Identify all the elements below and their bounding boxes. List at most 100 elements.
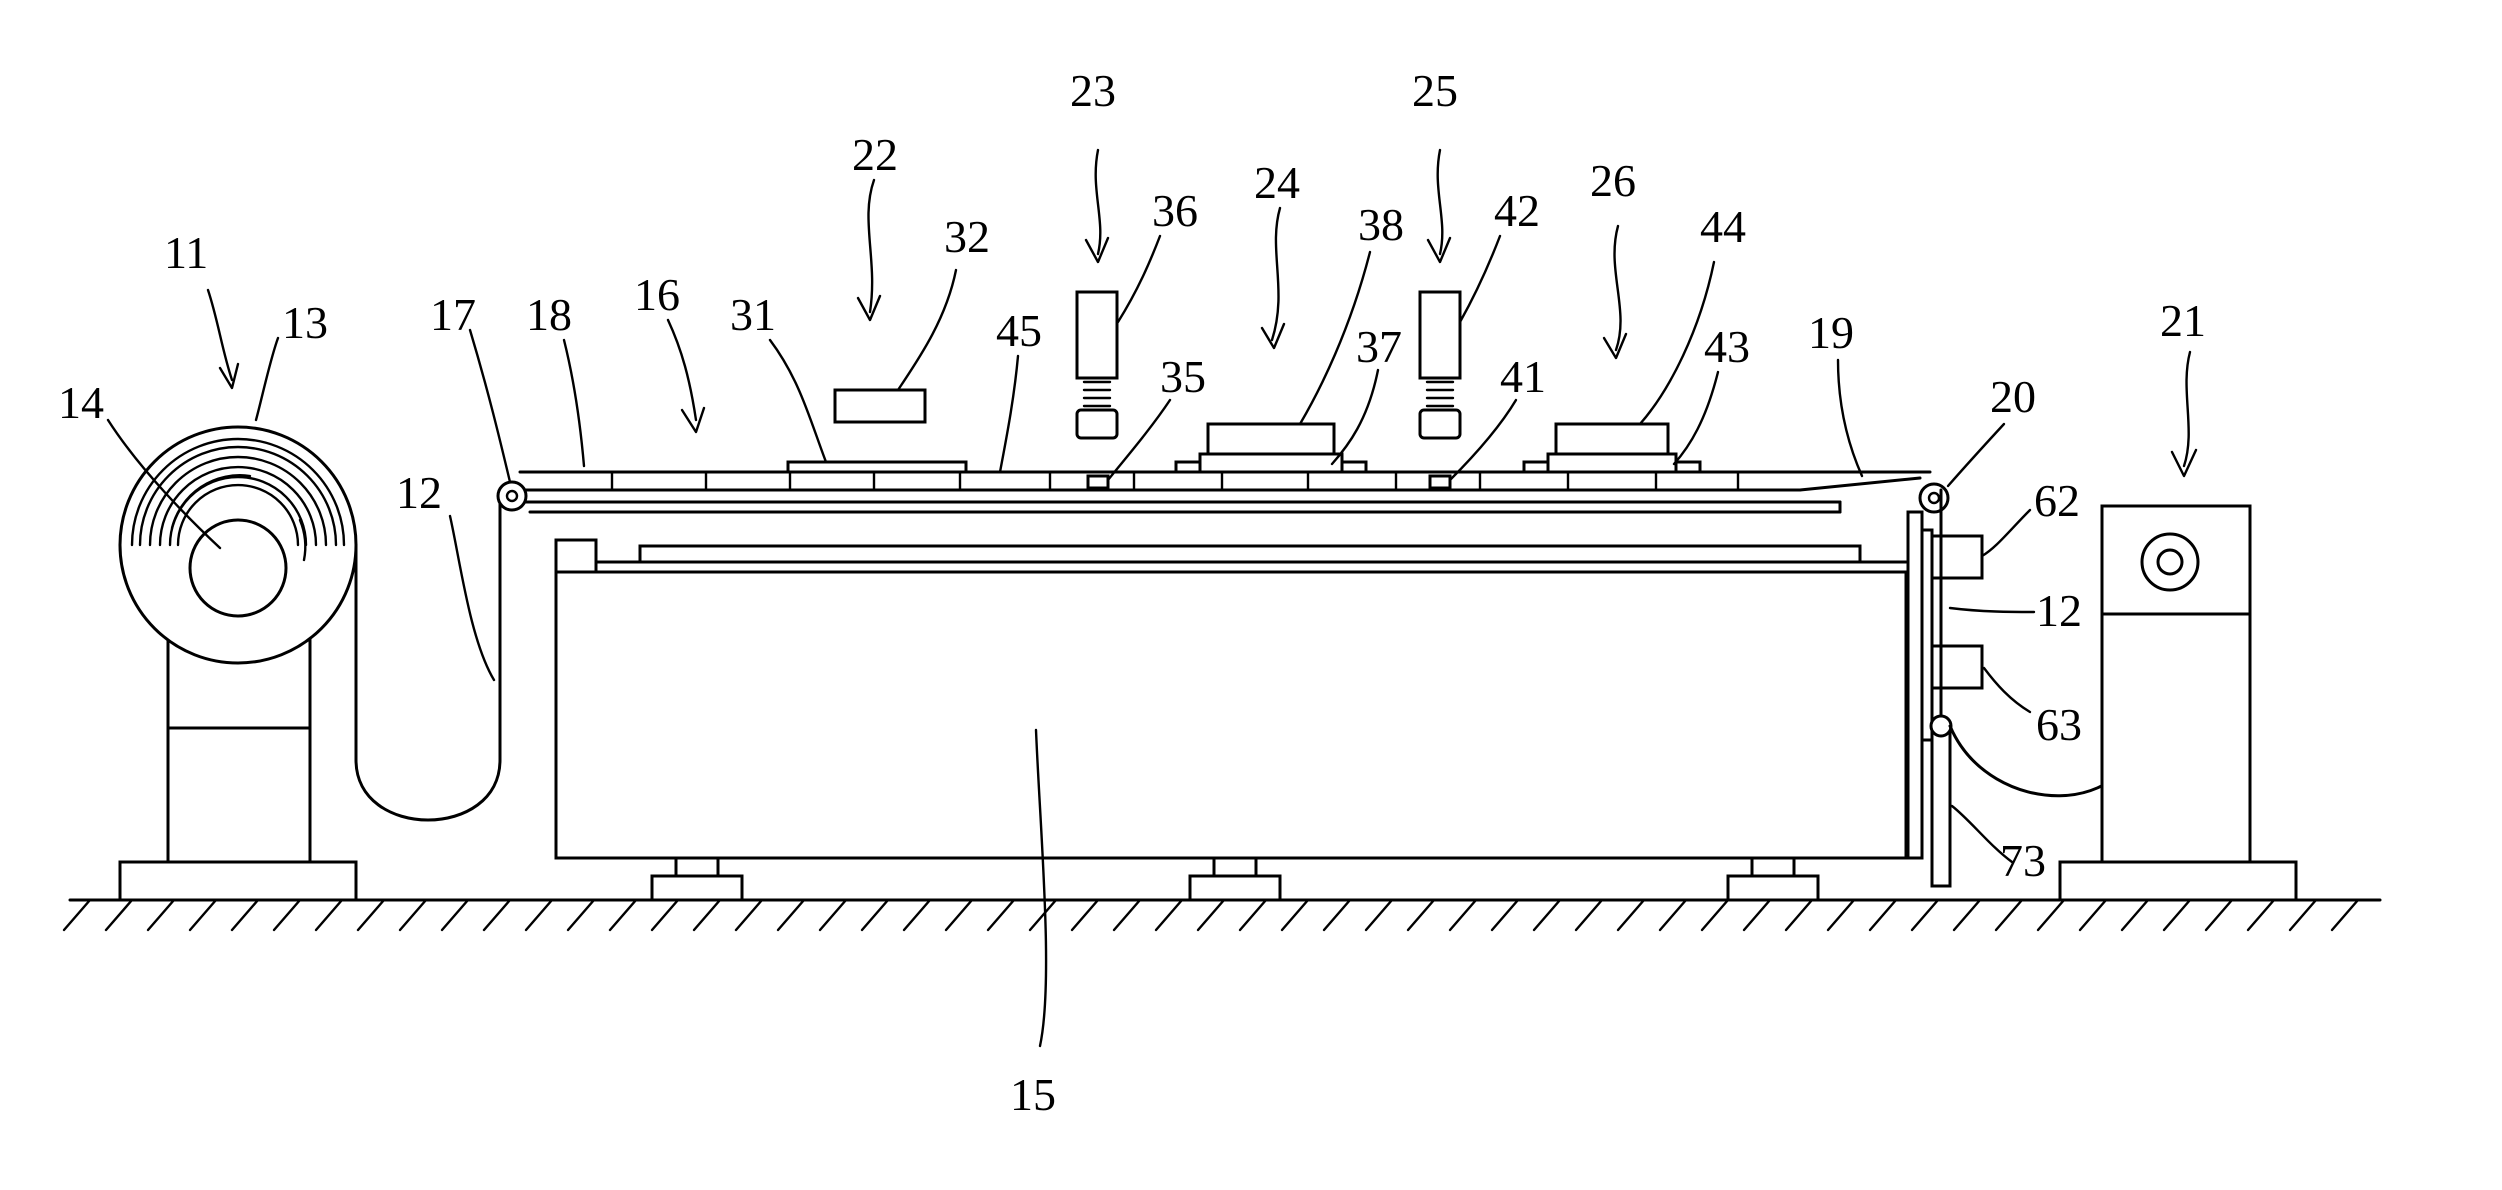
floor-hatch-line (2206, 900, 2232, 930)
film-path-left (356, 500, 500, 820)
floor-hatch-line (1156, 900, 1182, 930)
label-22: 22 (852, 129, 898, 180)
floor-hatch-line (1744, 900, 1770, 930)
conveyor-table (520, 472, 1930, 512)
label-36: 36 (1152, 185, 1198, 236)
floor-hatch-line (526, 900, 552, 930)
floor-hatch-line (652, 900, 678, 930)
floor-hatch-line (1450, 900, 1476, 930)
floor-hatch-line (820, 900, 846, 930)
floor-hatch-line (736, 900, 762, 930)
belt-segments (612, 472, 1738, 490)
label-62: 62 (2034, 475, 2080, 526)
label-14: 14 (58, 377, 104, 428)
floor-hatch-line (1996, 900, 2022, 930)
base-feet (652, 858, 1818, 900)
right-side-members (1908, 490, 1982, 886)
floor-hatch-line (148, 900, 174, 930)
label-42: 42 (1494, 185, 1540, 236)
label-63: 63 (2036, 699, 2082, 750)
floor-hatch-line (484, 900, 510, 930)
floor (64, 900, 2380, 930)
floor-hatch-line (1072, 900, 1098, 930)
floor-hatch-line (862, 900, 888, 930)
floor-hatch-line (358, 900, 384, 930)
right-roller (1920, 484, 1948, 512)
floor-hatch-line (2332, 900, 2358, 930)
label-19: 19 (1808, 307, 1854, 358)
floor-hatch-line (1912, 900, 1938, 930)
label-18: 18 (526, 289, 572, 340)
floor-hatch-line (1282, 900, 1308, 930)
label-73: 73 (2000, 835, 2046, 886)
floor-hatch-line (568, 900, 594, 930)
main-base (556, 540, 1906, 900)
floor-hatch-line (232, 900, 258, 930)
floor-hatch-line (1786, 900, 1812, 930)
label-35: 35 (1160, 351, 1206, 402)
label-11: 11 (164, 227, 208, 278)
floor-hatch-line (400, 900, 426, 930)
label-38: 38 (1358, 199, 1404, 250)
floor-hatch-line (1576, 900, 1602, 930)
floor-hatch-line (2080, 900, 2106, 930)
floor-hatch-line (610, 900, 636, 930)
floor-hatch-line (190, 900, 216, 930)
label-12-left: 12 (396, 467, 442, 518)
floor-hatch-line (1660, 900, 1686, 930)
floor-hatch-line (946, 900, 972, 930)
left-roller (498, 482, 526, 510)
station-25 (1420, 292, 1460, 488)
floor-hatch-line (64, 900, 90, 930)
label-25: 25 (1412, 65, 1458, 116)
label-31: 31 (730, 289, 776, 340)
station-24 (1176, 424, 1366, 472)
floor-hatch-line (1408, 900, 1434, 930)
label-41: 41 (1500, 351, 1546, 402)
label-16: 16 (634, 269, 680, 320)
floor-hatch-line (694, 900, 720, 930)
label-24: 24 (1254, 157, 1300, 208)
floor-hatch-line (2164, 900, 2190, 930)
floor-hatch-line (442, 900, 468, 930)
floor-hatch-line (1954, 900, 1980, 930)
floor-hatch-line (274, 900, 300, 930)
label-26: 26 (1590, 155, 1636, 206)
label-23: 23 (1070, 65, 1116, 116)
label-13: 13 (282, 297, 328, 348)
label-20: 20 (1990, 371, 2036, 422)
floor-hatch-line (988, 900, 1014, 930)
floor-hatch-line (1492, 900, 1518, 930)
floor-hatch-line (2038, 900, 2064, 930)
rewind-unit (2060, 506, 2296, 900)
label-17: 17 (430, 289, 476, 340)
floor-hatch-line (1030, 900, 1056, 930)
floor-hatch-line (1240, 900, 1266, 930)
floor-hatch-line (1114, 900, 1140, 930)
label-45: 45 (996, 305, 1042, 356)
label-37: 37 (1356, 321, 1402, 372)
floor-hatch-line (2290, 900, 2316, 930)
label-32: 32 (944, 211, 990, 262)
label-12-right: 12 (2036, 585, 2082, 636)
floor-hatch-line (904, 900, 930, 930)
floor-hatch-line (316, 900, 342, 930)
floor-hatch-line (2248, 900, 2274, 930)
floor-hatch-line (1198, 900, 1224, 930)
label-44: 44 (1700, 201, 1746, 252)
floor-hatch-line (1870, 900, 1896, 930)
floor-hatch-line (106, 900, 132, 930)
label-15: 15 (1010, 1069, 1056, 1120)
floor-hatch-line (1618, 900, 1644, 930)
station-23 (1077, 292, 1117, 488)
floor-hatch-line (2122, 900, 2148, 930)
floor-hatch-line (1534, 900, 1560, 930)
floor-hatch-line (1828, 900, 1854, 930)
unwind-roll-unit (120, 427, 356, 900)
label-43: 43 (1704, 321, 1750, 372)
label-21: 21 (2160, 295, 2206, 346)
floor-hatch-line (1702, 900, 1728, 930)
floor-hatch-line (1366, 900, 1392, 930)
